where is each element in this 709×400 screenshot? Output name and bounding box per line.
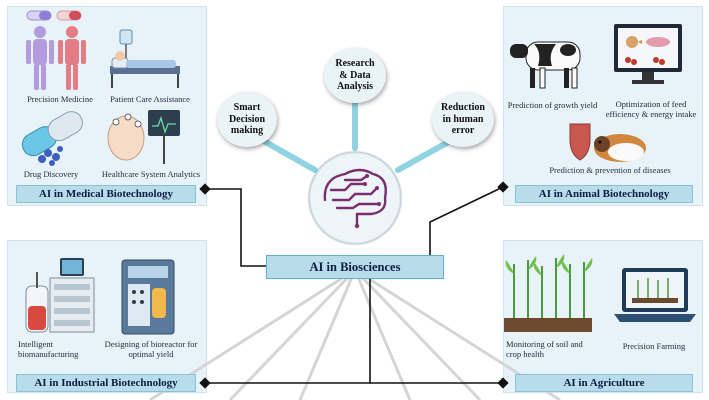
- bioreactor-icon: [121, 259, 175, 335]
- label-precision-medicine: Precision Medicine: [27, 94, 93, 104]
- brain-icon: [307, 150, 403, 246]
- laptop-farming-icon: [614, 268, 696, 322]
- monitor-feed-icon: [614, 24, 682, 84]
- label-feed-efficiency: Optimization of feed efficiency & energy…: [605, 99, 697, 119]
- animal-caption: AI in Animal Biotechnology: [515, 185, 693, 203]
- human-body-icon: [26, 26, 86, 90]
- label-biomanufacturing: Intelligent biomanufacturing: [18, 339, 79, 359]
- head-monitor-icon: [107, 110, 180, 164]
- shield-guinea-pig-icon: [569, 123, 646, 162]
- pill-icons: [26, 10, 82, 21]
- label-healthcare-analytics: Healthcare System Analytics: [101, 169, 201, 179]
- bubble-smart-decision: Smart Decision making: [217, 92, 277, 147]
- label-precision-farming: Precision Farming: [622, 341, 686, 351]
- label-growth-yield: Prediction of growth yield: [507, 100, 598, 110]
- center-title: AI in Biosciences: [266, 255, 444, 279]
- agriculture-caption: AI in Agriculture: [515, 374, 693, 392]
- bubble-research-data: Research & Data Analysis: [324, 48, 386, 103]
- industrial-caption: AI in Industrial Biotechnology: [16, 374, 196, 392]
- label-disease-prevention: Prediction & prevention of diseases: [549, 165, 671, 175]
- crop-soil-icon: [504, 254, 593, 332]
- bubble-reduction-error: Reduction in human error: [432, 92, 494, 147]
- label-soil-crop-health: Monitoring of soil and crop health: [506, 339, 583, 359]
- biomanufacturing-icon: [25, 258, 95, 333]
- label-drug-discovery: Drug Discovery: [23, 169, 79, 179]
- label-bioreactor-design: Designing of bioreactor for optimal yiel…: [104, 339, 198, 359]
- label-patient-care: Patient Care Assistance: [110, 94, 190, 104]
- patient-bed-icon: [110, 29, 180, 88]
- capsule-icon: [21, 111, 83, 166]
- medical-caption: AI in Medical Biotechnology: [16, 185, 196, 203]
- cow-icon: [510, 41, 581, 89]
